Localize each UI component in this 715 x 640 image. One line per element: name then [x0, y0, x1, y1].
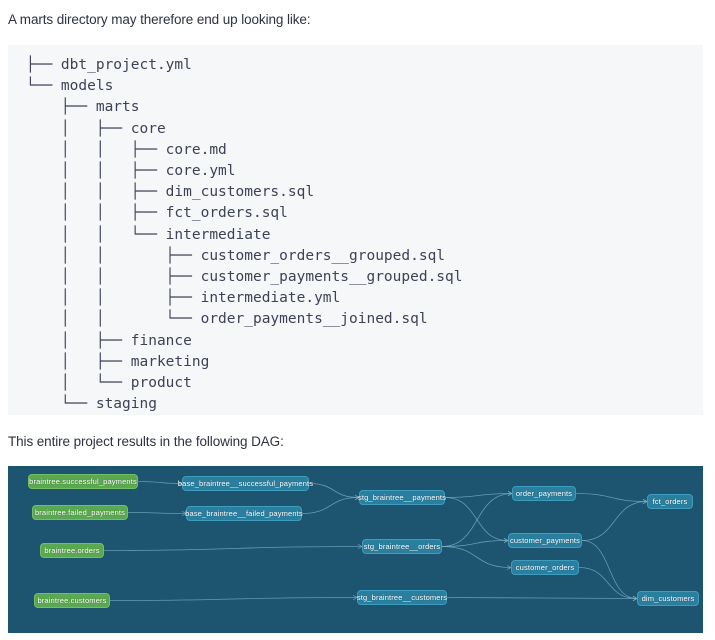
dag-edge-layer	[103, 480, 648, 602]
dag-node-braintree_orders[interactable]: braintree.orders	[40, 543, 104, 558]
dag-node-braintree_successful_payments[interactable]: braintree.successful_payments	[28, 474, 138, 489]
dag-edge-customer_payments-to-fct_orders	[581, 501, 648, 541]
dag-edge-stg_braintree_orders-to-customer_payments	[441, 540, 509, 547]
dag-edge-stg_braintree_orders-to-customer_orders	[441, 546, 512, 568]
dag-node-customer_orders[interactable]: customer_orders	[511, 560, 579, 575]
directory-tree-text: ├── dbt_project.yml └── models ├── marts…	[26, 57, 463, 413]
dag-node-order_payments[interactable]: order_payments	[512, 486, 576, 501]
dag-node-stg_braintree_customers[interactable]: stg_braintree__customers	[357, 590, 447, 605]
dag-edge-stg_braintree_customers-to-dim_customers	[446, 597, 638, 599]
dag-edge-base_failed_payments-to-stg_braintree_payments	[301, 497, 360, 514]
dag-edge-stg_braintree_orders-to-order_payments	[441, 493, 513, 547]
dag-node-base_failed_payments[interactable]: base_braintree__failed_payments	[185, 506, 303, 521]
dag-diagram: braintree.successful_payments braintree.f…	[8, 466, 703, 633]
dag-node-stg_braintree_orders[interactable]: stg_braintree__orders	[362, 539, 442, 554]
intro-paragraph: A marts directory may therefore end up l…	[8, 12, 311, 27]
dag-node-dim_customers[interactable]: dim_customers	[637, 591, 699, 606]
dag-edge-braintree_orders-to-stg_braintree_orders	[103, 546, 363, 551]
dag-edge-stg_braintree_payments-to-order_payments	[444, 493, 513, 498]
dag-node-customer_payments[interactable]: customer_payments	[508, 533, 582, 548]
directory-tree-code-block: ├── dbt_project.yml └── models ├── marts…	[8, 45, 703, 415]
dag-edge-customer_payments-to-dim_customers	[581, 540, 638, 599]
dag-node-stg_braintree_payments[interactable]: stg_braintree__payments	[358, 490, 446, 505]
dag-edge-customer_orders-to-dim_customers	[578, 567, 638, 599]
dag-node-base_successful_payments[interactable]: base_braintree__successful_payments	[178, 476, 313, 491]
dag-edge-braintree_failed_payments-to-base_failed_payments	[127, 512, 187, 514]
dag-node-fct_orders[interactable]: fct_orders	[647, 494, 693, 509]
dag-caption: This entire project results in the follo…	[8, 434, 284, 449]
dag-node-braintree_failed_payments[interactable]: braintree.failed_payments	[32, 505, 128, 520]
dag-edge-braintree_customers-to-stg_braintree_customers	[109, 597, 358, 601]
dag-edge-base_successful_payments-to-stg_braintree_payments	[308, 483, 360, 498]
dag-edge-stg_braintree_payments-to-customer_payments	[444, 497, 509, 541]
dag-node-braintree_customers[interactable]: braintree.customers	[34, 593, 110, 608]
dag-edge-order_payments-to-fct_orders	[575, 493, 648, 502]
dag-edge-braintree_successful_payments-to-base_successful_payments	[137, 481, 183, 484]
